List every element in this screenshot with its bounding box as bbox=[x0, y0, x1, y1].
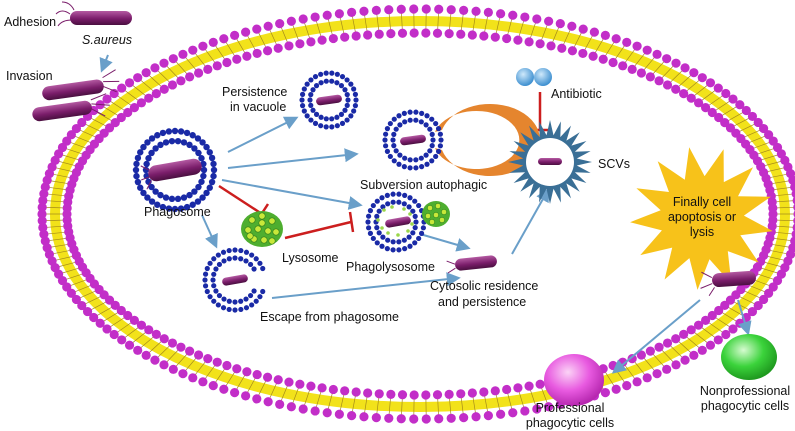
label-nonprofessional-2: phagocytic cells bbox=[701, 399, 789, 413]
bacterium-released bbox=[700, 270, 756, 297]
antibiotic-molecule bbox=[516, 68, 552, 86]
label-lysosome: Lysosome bbox=[282, 251, 339, 265]
arrow-adhesion-to-invasion bbox=[99, 54, 113, 73]
broken-phagosome bbox=[202, 247, 266, 313]
label-organism: S.aureus bbox=[82, 33, 132, 47]
phagosome bbox=[132, 127, 218, 213]
bacterium-adhesion bbox=[55, 1, 132, 27]
vacuole-persistence bbox=[299, 70, 359, 130]
arrow-to-subversion bbox=[227, 148, 359, 169]
flow-arrows bbox=[99, 54, 752, 374]
arrow-phagolysosome-to-cytosol bbox=[419, 233, 471, 252]
nonprofessional-phagocytic-cell bbox=[721, 334, 777, 380]
bacterium-cytosolic bbox=[446, 255, 497, 274]
label-finally-1: Finally cell bbox=[673, 195, 731, 209]
arrow-to-persistence bbox=[227, 116, 299, 153]
label-cytosolic-1: Cytosolic residence bbox=[430, 279, 538, 293]
label-phagosome: Phagosome bbox=[144, 205, 211, 219]
arrow-to-escape bbox=[201, 214, 218, 249]
bacterium-invading-1 bbox=[42, 69, 120, 101]
apoptosis-burst bbox=[630, 147, 773, 290]
label-antibiotic: Antibiotic bbox=[551, 87, 602, 101]
label-professional-2: phagocytic cells bbox=[526, 416, 614, 430]
label-escape: Escape from phagosome bbox=[260, 310, 399, 324]
label-invasion: Invasion bbox=[6, 69, 53, 83]
label-finally-3: lysis bbox=[690, 225, 714, 239]
cell-membrane bbox=[37, 4, 795, 424]
arrow-to-professional bbox=[611, 299, 701, 374]
label-cytosolic-2: and persistence bbox=[438, 295, 526, 309]
bacterium-invading-2 bbox=[32, 93, 110, 122]
autophagosome bbox=[382, 103, 541, 177]
label-subversion: Subversion autophagic bbox=[360, 178, 487, 192]
arrow-to-phagolysosome bbox=[221, 179, 363, 210]
label-scvs: SCVs bbox=[598, 157, 630, 171]
label-nonprofessional-1: Nonprofessional bbox=[700, 384, 790, 398]
arrow-to-nonprofessional bbox=[737, 299, 752, 336]
arrow-escape-to-cytosol bbox=[271, 272, 461, 299]
label-professional-1: Professional bbox=[536, 401, 605, 415]
label-phagolysosome: Phagolysosome bbox=[346, 260, 435, 274]
inhibit-lysosome-phagolysosome bbox=[284, 211, 355, 240]
label-finally-2: apoptosis or bbox=[668, 210, 736, 224]
lysosome bbox=[241, 211, 283, 247]
arrow-cytosol-to-scv bbox=[511, 187, 550, 255]
professional-phagocytic-cell bbox=[544, 354, 604, 406]
phagolysosome bbox=[365, 191, 450, 253]
label-persistence-2: in vacuole bbox=[230, 100, 286, 114]
label-adhesion: Adhesion bbox=[4, 15, 56, 29]
text-labels: Adhesion S.aureus Invasion Persistence i… bbox=[4, 15, 790, 430]
label-persistence-1: Persistence bbox=[222, 85, 287, 99]
scv-star bbox=[508, 120, 592, 204]
